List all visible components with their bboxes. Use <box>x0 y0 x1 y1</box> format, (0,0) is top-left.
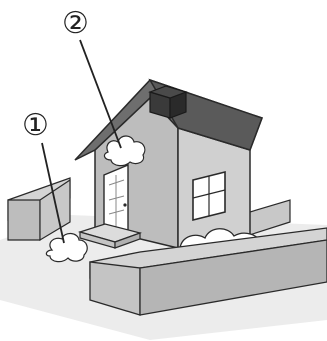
chimney <box>150 86 186 118</box>
callout-2-label: ② <box>62 6 89 41</box>
house <box>75 80 262 248</box>
callout-1-label: ① <box>22 108 49 143</box>
house-window <box>193 172 225 220</box>
front-door <box>104 165 128 232</box>
